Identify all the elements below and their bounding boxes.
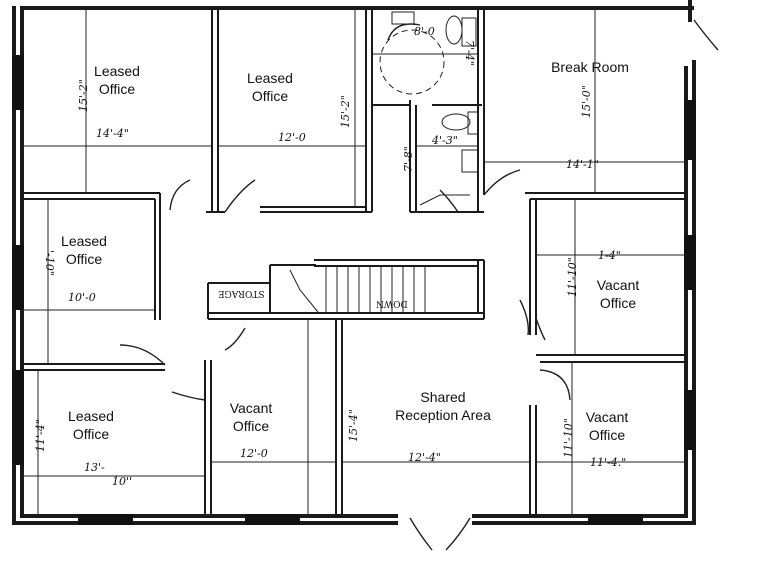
dim-7-8: 7'-8" — [402, 146, 415, 172]
dim-8-0: 8'-0 — [414, 25, 435, 38]
dimension-lines — [22, 8, 686, 516]
leased-office-1-label: Leased Office — [87, 62, 147, 98]
room-label-line: Office — [72, 426, 110, 442]
door-swings — [119, 19, 719, 551]
vacant-office-2-label: Vacant Office — [221, 399, 281, 435]
room-label-line: Vacant — [585, 409, 629, 425]
room-label-line: Office — [588, 427, 626, 443]
room-label-line: Leased — [94, 63, 140, 79]
dim-12-0-a: 12'-0 — [278, 131, 306, 144]
stair-treads — [289, 266, 426, 313]
room-label-line: Leased — [61, 233, 107, 249]
leased-office-3-label: Leased Office — [54, 232, 114, 268]
window-blocks — [12, 55, 696, 525]
dim-1-10: '-10" — [43, 250, 56, 276]
break-room-label: Break Room — [540, 58, 640, 76]
dim-11-4-right: 11'-4." — [590, 456, 627, 469]
dim-15-2-b: 15'-2" — [339, 95, 352, 128]
room-label-line: Leased — [68, 408, 114, 424]
dim-12-4: 12'-4" — [408, 451, 441, 464]
dim-1-4: 1-4" — [598, 249, 621, 262]
room-label-line: Office — [251, 88, 289, 104]
leased-office-2-label: Leased Office — [240, 69, 300, 105]
room-label-line: Vacant — [596, 277, 640, 293]
room-label-line: Office — [98, 81, 136, 97]
dim-15-4: 15'-4" — [347, 409, 360, 442]
room-label-line: Break Room — [551, 59, 629, 75]
dim-11-10-b: 11'-10" — [562, 418, 575, 458]
dim-10-0: 10'-0 — [68, 291, 96, 304]
storage-label: STORAGE — [218, 288, 265, 298]
dim-7-4: 7'-4" — [463, 40, 476, 66]
dim-13: 13'- — [84, 461, 105, 474]
dim-11-4-left: 11'-4" — [34, 419, 47, 452]
leased-office-4-label: Leased Office — [61, 407, 121, 443]
vacant-office-1-label: Vacant Office — [588, 276, 648, 312]
dim-12-0-b: 12'-0 — [240, 447, 268, 460]
reception-label: Shared Reception Area — [388, 388, 498, 424]
dim-11-10-a: 11'-10" — [566, 257, 579, 297]
room-label-line: Office — [232, 418, 270, 434]
dim-4-3: 4'-3" — [432, 134, 458, 147]
room-label-line: Vacant — [229, 400, 273, 416]
room-label-line: Office — [65, 251, 103, 267]
dim-14-1: 14'-1" — [566, 158, 599, 171]
room-label-line: Leased — [247, 70, 293, 86]
dim-15-0: 15'-0" — [580, 85, 593, 118]
down-label: DOWN — [376, 298, 408, 308]
interior-walls — [22, 8, 686, 516]
room-label-line: Shared — [420, 389, 466, 405]
dim-15-2-a: 15'-2" — [77, 79, 90, 112]
dim-14-4: 14'-4" — [96, 127, 129, 140]
room-label-line: Office — [599, 295, 637, 311]
vacant-office-3-label: Vacant Office — [577, 408, 637, 444]
dim-10: 10'' — [112, 475, 133, 488]
restroom-fixtures — [391, 11, 479, 206]
room-label-line: Reception Area — [395, 407, 491, 423]
